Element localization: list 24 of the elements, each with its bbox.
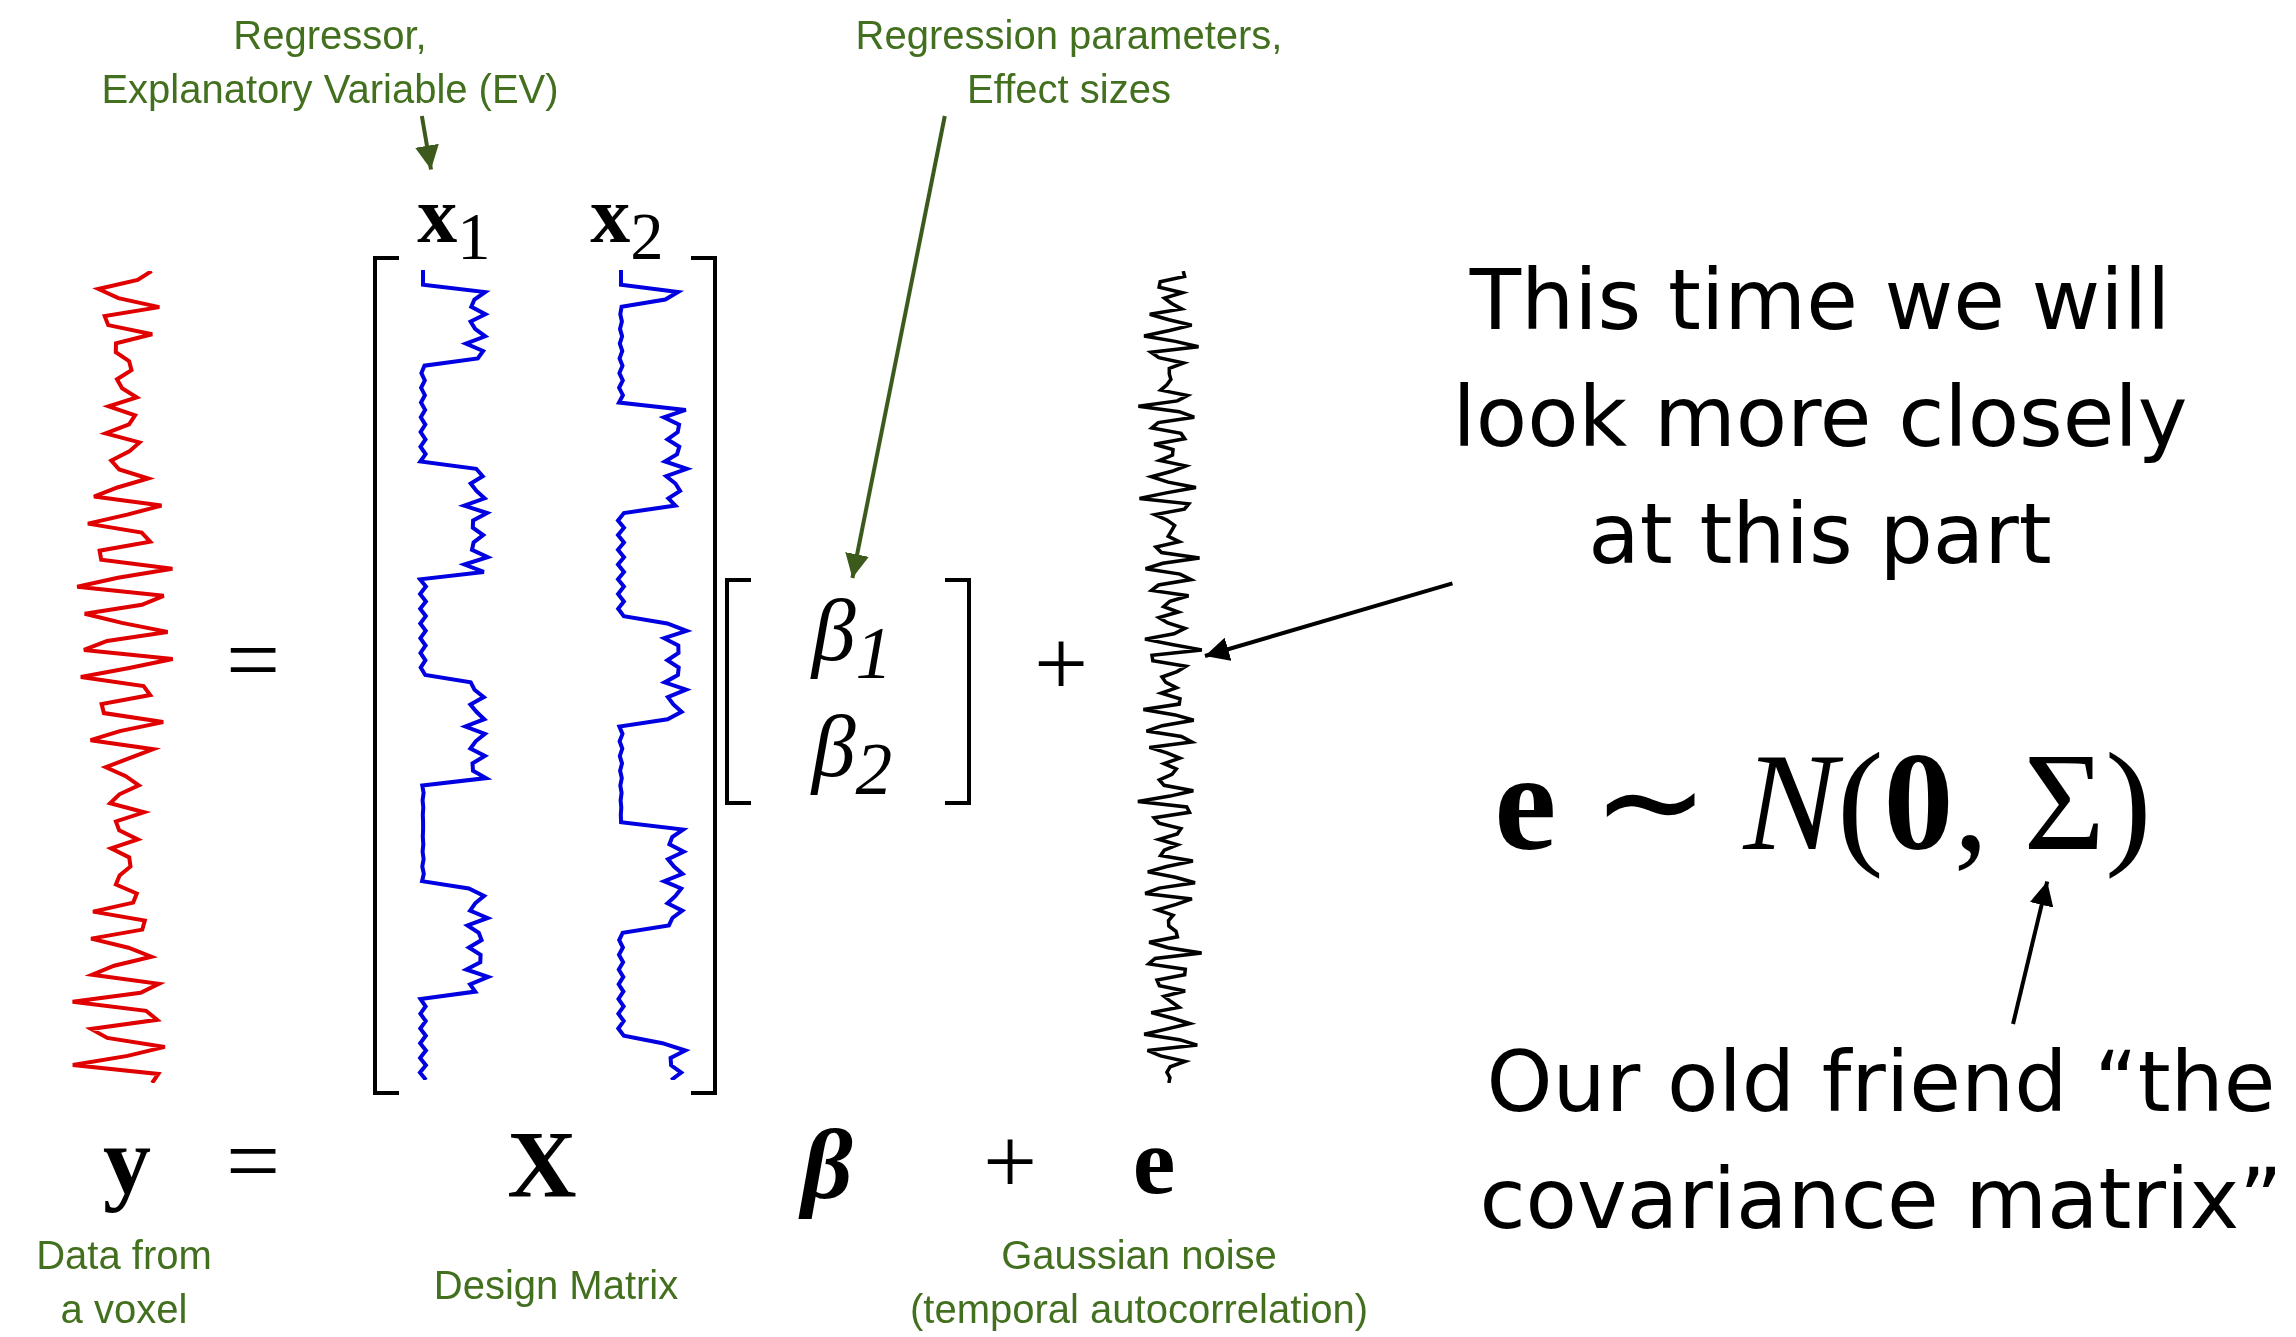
equation: e ∼ N(0, Σ) [1494, 718, 2152, 882]
caption-text: Design Matrix [433, 1262, 679, 1309]
annotation-text: Regression parameters, Effect sizes [855, 8, 1283, 116]
leader-arrow [845, 115, 947, 579]
plus-sign: + [1033, 607, 1089, 718]
equals-sign: = [225, 1105, 281, 1216]
math-symbol: e [1132, 1105, 1176, 1216]
annotation-text: This time we will look more closely at this part [1452, 241, 2188, 593]
math-symbol: y [103, 1105, 151, 1216]
plus-sign: + [982, 1105, 1038, 1216]
equals-sign: = [225, 604, 281, 715]
leader-arrow [415, 115, 439, 170]
annotation-text: Our old friend “the covariance matrix” [1479, 1024, 2283, 1258]
caption-text: Gaussian noise (temporal autocorrelation) [910, 1232, 1368, 1333]
leader-arrow [2011, 881, 2054, 1025]
math-symbol: X [507, 1109, 577, 1220]
vector-entry: β$_{2}$ [811, 696, 893, 813]
caption-text: Data from a voxel [36, 1232, 212, 1333]
vector-symbol: x$_{1}$ [417, 169, 491, 275]
vector-symbol: x$_{2}$ [590, 169, 664, 275]
noise-signal-drawing [1135, 271, 1205, 1083]
leader-arrow [1204, 581, 1453, 661]
vector-entry: β$_{1}$ [811, 580, 893, 697]
annotation-text: Regressor, Explanatory Variable (EV) [101, 8, 559, 116]
